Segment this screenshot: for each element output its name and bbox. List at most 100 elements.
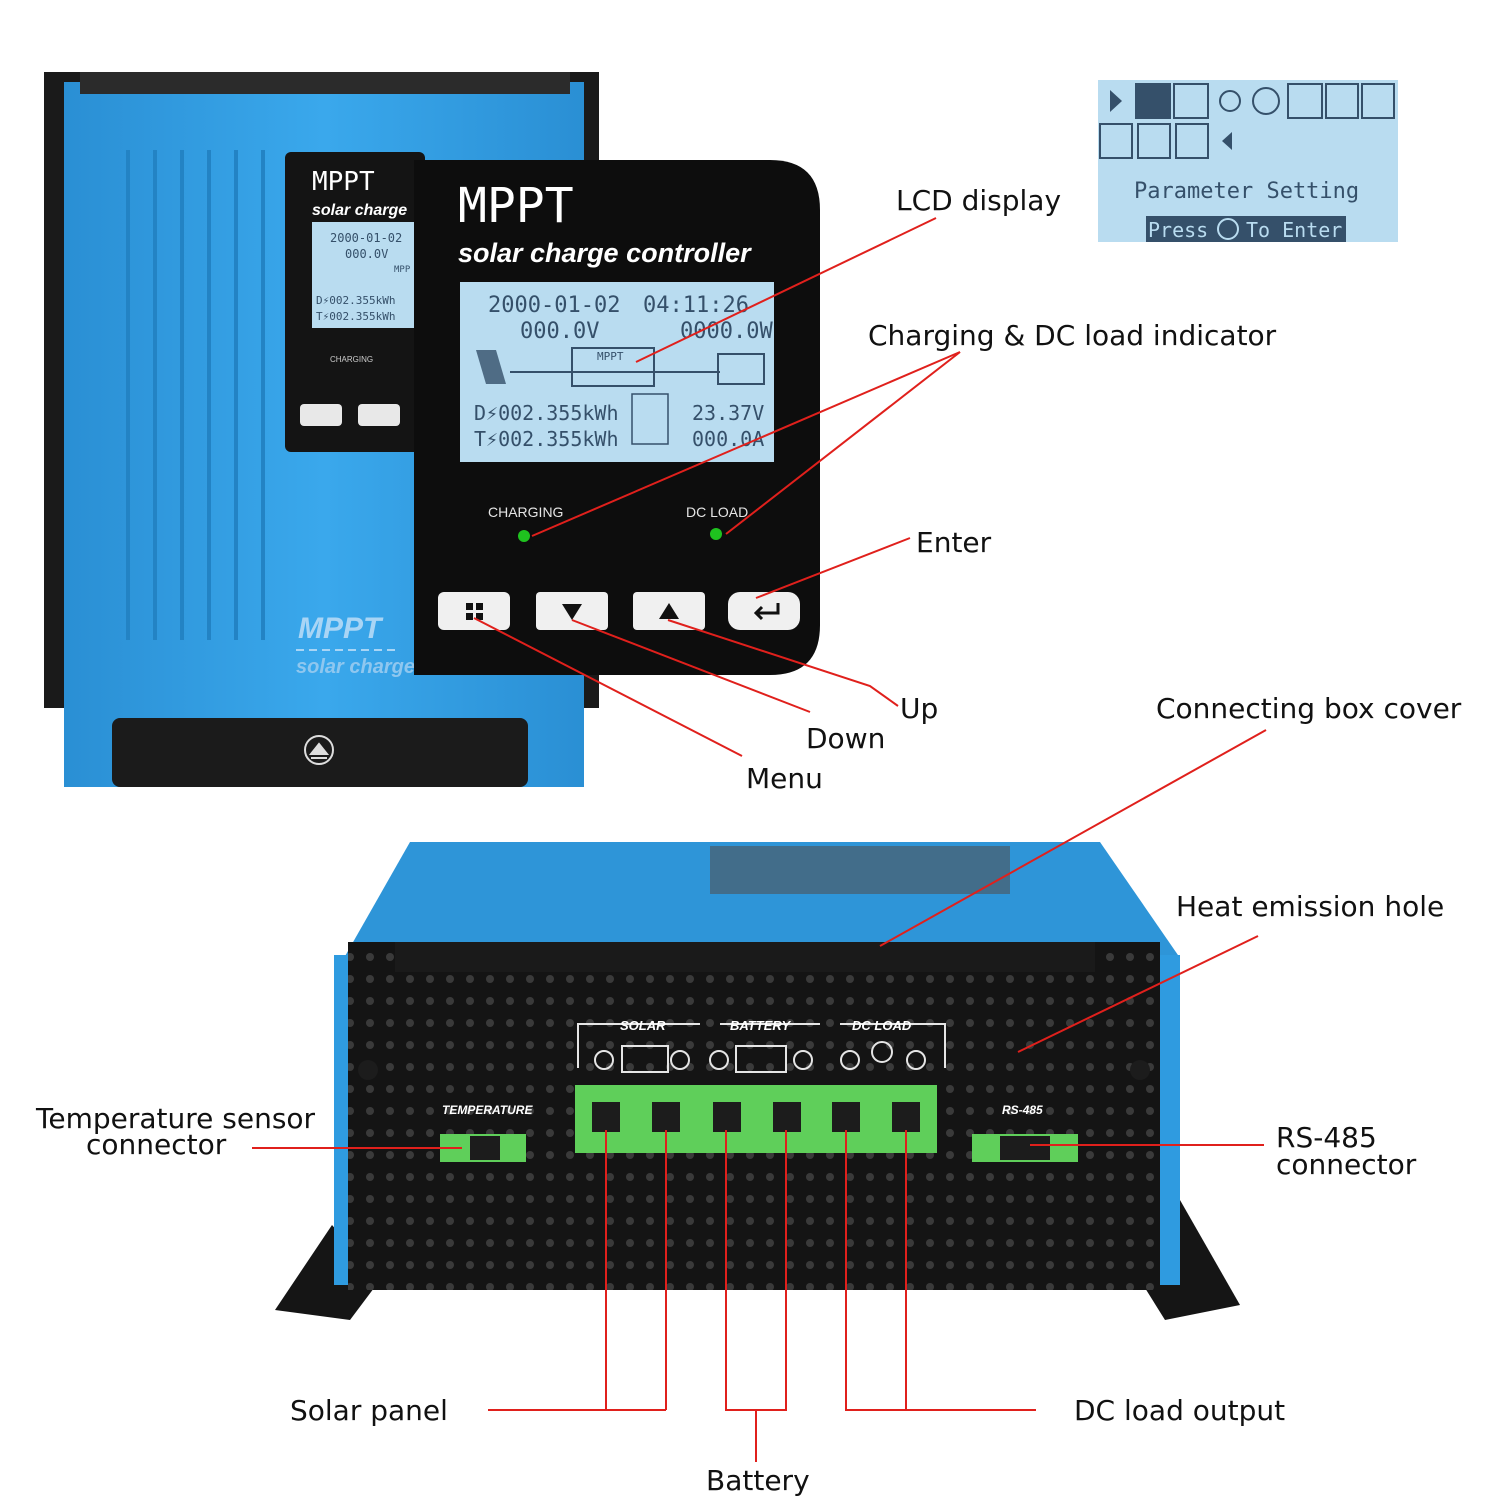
battery-line [725, 1130, 787, 1462]
enter-button[interactable] [728, 592, 800, 630]
page-icon [1325, 83, 1359, 119]
back-subtitle: solar charge [312, 202, 407, 219]
bottom-unit: SOLAR BATTERY DC LOAD TEMPERATURE RS-485 [275, 842, 1240, 1320]
sound-icon [1287, 83, 1323, 119]
screw-hole-left [358, 1060, 378, 1080]
inset-icon-row-2 [1099, 123, 1209, 159]
dc-load-label: DC LOAD [852, 1018, 912, 1033]
back-unit-brand-italic: MPPT [298, 612, 384, 645]
up-line [667, 619, 899, 707]
lcd-menu-inset: Parameter Setting Press To Enter [1098, 80, 1398, 242]
lcd-display-line [635, 217, 937, 363]
callout-temp-sensor-2: connector [86, 1128, 227, 1161]
lcd-solar-panel-icon [476, 350, 506, 384]
back-menu-button[interactable] [300, 404, 342, 426]
back-down-button[interactable] [358, 404, 400, 426]
inset-icon-row-1 [1135, 83, 1395, 119]
inset-hint-bar [1146, 216, 1346, 242]
menu-button[interactable] [438, 592, 510, 630]
solar-panel-line [488, 1130, 667, 1411]
main-terminal-block [575, 1085, 937, 1153]
callout-down: Down [806, 722, 885, 755]
lcd-day-energy: D⚡002.355kWh [474, 401, 619, 425]
callout-box-cover: Connecting box cover [1156, 692, 1462, 725]
polarity-icons [594, 1050, 926, 1070]
enter-line [755, 537, 911, 599]
bulb-icon [871, 1041, 893, 1063]
inset-hint-enter: To Enter [1246, 218, 1342, 242]
back-charging-label: CHARGING [330, 355, 373, 364]
charging-led [518, 530, 530, 542]
eject-icon [304, 735, 334, 765]
callout-enter: Enter [916, 526, 992, 559]
lcd-total-energy: T⚡002.355kWh [474, 427, 619, 451]
lcd-time: 04:11:26 [643, 293, 749, 318]
terminal-label-frame [577, 1023, 946, 1068]
callout-menu: Menu [746, 762, 823, 795]
callout-lines [252, 217, 1267, 1462]
network-icon [1137, 123, 1171, 159]
battery-icon [735, 1045, 787, 1073]
temperature-label: TEMPERATURE [442, 1103, 533, 1117]
mount-foot-left [275, 1225, 380, 1320]
callout-indicator: Charging & DC load indicator [868, 319, 1277, 352]
front-subtitle: solar charge controller [458, 238, 752, 268]
eject-icon-glyph [308, 742, 330, 759]
lcd-pv-voltage: 000.0V [520, 319, 599, 344]
menu-line [473, 617, 743, 757]
callout-rs485-2: connector [1276, 1148, 1417, 1181]
inset-hint-press: Press [1148, 218, 1208, 242]
lcd-date: 2000-01-02 [488, 293, 620, 318]
dc-load-line [845, 1130, 1036, 1411]
rs485-pins [1000, 1136, 1050, 1160]
back-mini-screen [312, 222, 420, 328]
back-mini-date: 2000-01-02 [330, 231, 402, 245]
callout-lcd-display: LCD display [896, 184, 1061, 217]
housing-top-fan [80, 72, 570, 94]
rs485-label: RS-485 [1002, 1103, 1043, 1117]
inset-left-pointer-icon [1222, 132, 1232, 150]
callout-heat-hole: Heat emission hole [1176, 890, 1444, 923]
connecting-box-cover [395, 942, 1095, 972]
charging-indicator-label: CHARGING [488, 504, 563, 520]
inset-enter-icon [1217, 218, 1239, 240]
lcd-flow-label: MPPT [597, 350, 624, 363]
lcd-load-current: 000.0A [692, 427, 764, 451]
terminal-screws [592, 1102, 920, 1132]
back-brand: MPPT [312, 167, 375, 197]
dc-load-indicator-label: DC LOAD [686, 504, 748, 520]
lcd-bulb-icon [631, 393, 669, 445]
front-brand: MPPT [458, 178, 574, 234]
back-mini-pv-voltage: 000.0V [345, 247, 388, 261]
language-icon [1175, 123, 1209, 159]
screw-hole-right [1130, 1060, 1150, 1080]
back-subtitle-italic: solar charge [296, 656, 415, 678]
exit-icon [1361, 83, 1395, 119]
lcd-load-power: 0000.0W [680, 319, 773, 344]
lcd-mppt-box [571, 347, 655, 387]
back-mini-flow-label: MPP [394, 265, 411, 275]
callout-temp-sensor-1: Temperature sensor [35, 1102, 316, 1135]
contrast-icon [1252, 87, 1280, 115]
inset-menu-title: Parameter Setting [1134, 179, 1359, 204]
enter-icon [753, 603, 780, 621]
layout-icon [1173, 83, 1209, 119]
bulb-icon [1099, 123, 1133, 159]
top-lid-window [710, 846, 1010, 894]
indicator-line-1 [531, 351, 961, 537]
brightness-icon [1219, 90, 1241, 112]
solar-label: SOLAR [620, 1018, 666, 1033]
lcd-battery-icon [717, 353, 765, 385]
callout-solar-panel: Solar panel [290, 1394, 448, 1427]
menu-icon [466, 603, 483, 620]
box-cover-line [879, 729, 1267, 947]
callout-rs485-1: RS-485 [1276, 1121, 1377, 1154]
temperature-pins [470, 1136, 500, 1160]
back-mini-day-energy: D⚡002.355kWh [316, 294, 395, 307]
down-line [571, 619, 811, 713]
callout-battery: Battery [706, 1464, 810, 1497]
dc-load-led [710, 528, 722, 540]
settings-tools-icon [1135, 83, 1171, 119]
down-arrow-icon [562, 604, 582, 620]
heat-hole-line [1017, 935, 1259, 1053]
